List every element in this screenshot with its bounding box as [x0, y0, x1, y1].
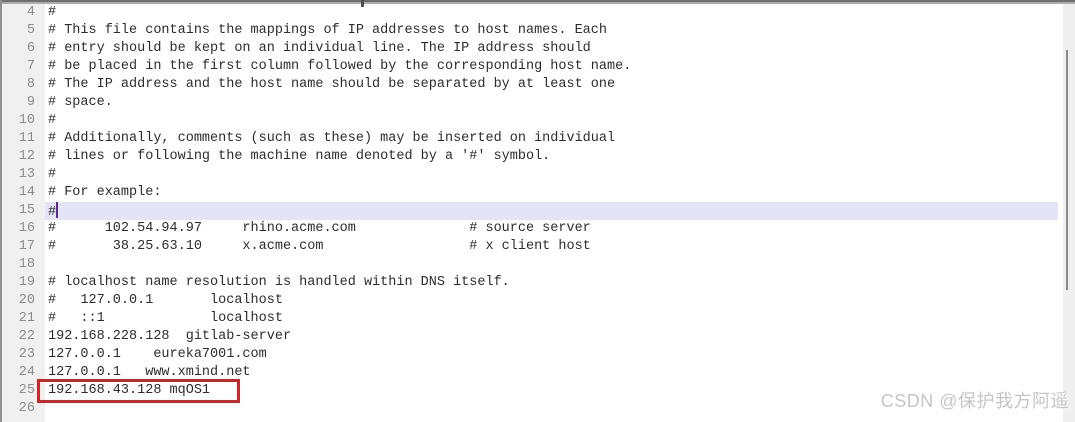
- editor-line: 26: [0, 400, 1058, 418]
- line-number: 14: [18, 185, 35, 200]
- line-number: 18: [18, 257, 35, 272]
- vertical-scrollbar[interactable]: [1063, 4, 1075, 422]
- editor-line: 22 192.168.228.128 gitlab-server: [0, 328, 1058, 346]
- editor-line: 25 192.168.43.128 mqOS1: [0, 382, 1058, 400]
- line-number: 23: [18, 347, 35, 362]
- line-number: 8: [26, 77, 35, 92]
- line-text[interactable]: 127.0.0.1 eureka7001.com: [48, 347, 267, 362]
- line-number: 20: [18, 293, 35, 308]
- line-number: 19: [18, 275, 35, 290]
- editor-line: 11 # Additionally, comments (such as the…: [0, 130, 1058, 148]
- window-top-border-dark-line: [0, 0, 1075, 2]
- editor-line: 4 #: [0, 4, 1058, 22]
- editor-line: 6 # entry should be kept on an individua…: [0, 40, 1058, 58]
- editor-line: 15 #: [0, 202, 1058, 220]
- editor-line: 24 127.0.0.1 www.xmind.net: [0, 364, 1058, 382]
- line-number: 21: [18, 311, 35, 326]
- line-text[interactable]: 192.168.43.128 mqOS1: [48, 383, 211, 398]
- line-number: 26: [18, 401, 35, 416]
- line-number: 16: [18, 221, 35, 236]
- editor-line: 21 # ::1 localhost: [0, 310, 1058, 328]
- line-text[interactable]: [45, 400, 1058, 418]
- line-number: 7: [26, 59, 35, 74]
- editor-line: 17 # 38.25.63.10 x.acme.com # x client h…: [0, 238, 1058, 256]
- editor-line: 19 # localhost name resolution is handle…: [0, 274, 1058, 292]
- code-area[interactable]: 4 # 5 # This file contains the mappings …: [0, 4, 1058, 418]
- line-text[interactable]: # 102.54.94.97 rhino.acme.com # source s…: [48, 221, 591, 236]
- line-text[interactable]: 127.0.0.1 www.xmind.net: [48, 365, 251, 380]
- line-text[interactable]: # entry should be kept on an individual …: [48, 41, 591, 56]
- line-number: 6: [26, 41, 35, 56]
- line-number-gutter: [0, 4, 45, 422]
- line-text[interactable]: # ::1 localhost: [48, 311, 283, 326]
- line-text[interactable]: # space.: [48, 95, 113, 110]
- editor-line: 23 127.0.0.1 eureka7001.com: [0, 346, 1058, 364]
- line-text[interactable]: # This file contains the mappings of IP …: [48, 23, 607, 38]
- line-number: 17: [18, 239, 35, 254]
- top-edge-tick: [361, 0, 364, 7]
- line-text[interactable]: # be placed in the first column followed…: [48, 59, 632, 74]
- line-text[interactable]: # The IP address and the host name shoul…: [48, 77, 616, 92]
- line-number: 11: [18, 131, 35, 146]
- editor-line: 10 #: [0, 112, 1058, 130]
- line-text[interactable]: [45, 256, 1058, 274]
- window-top-border: [0, 0, 1075, 4]
- line-text[interactable]: #: [45, 202, 1058, 220]
- line-number: 12: [18, 149, 35, 164]
- line-text[interactable]: # Additionally, comments (such as these)…: [48, 131, 616, 146]
- line-number: 10: [18, 113, 35, 128]
- editor-line: 7 # be placed in the first column follow…: [0, 58, 1058, 76]
- line-text[interactable]: 192.168.228.128 gitlab-server: [48, 329, 292, 344]
- editor-line: 8 # The IP address and the host name sho…: [0, 76, 1058, 94]
- editor-line: 16 # 102.54.94.97 rhino.acme.com # sourc…: [0, 220, 1058, 238]
- editor-line: 5 # This file contains the mappings of I…: [0, 22, 1058, 40]
- line-number: 22: [18, 329, 35, 344]
- line-number: 4: [26, 5, 35, 20]
- line-text[interactable]: # 38.25.63.10 x.acme.com # x client host: [48, 239, 591, 254]
- editor-line: 14 # For example:: [0, 184, 1058, 202]
- line-text[interactable]: # 127.0.0.1 localhost: [48, 293, 283, 308]
- window-left-border: [0, 0, 2, 422]
- line-text[interactable]: # lines or following the machine name de…: [48, 149, 551, 164]
- line-number: 24: [18, 365, 35, 380]
- line-number: 5: [26, 23, 35, 38]
- editor-line: 18: [0, 256, 1058, 274]
- editor-line: 9 # space.: [0, 94, 1058, 112]
- line-text[interactable]: #: [48, 167, 57, 182]
- line-number: 9: [26, 95, 35, 110]
- text-cursor: [56, 202, 59, 218]
- line-number: 25: [18, 383, 35, 398]
- line-text[interactable]: #: [48, 113, 57, 128]
- line-number: 13: [18, 167, 35, 182]
- scrollbar-thumb[interactable]: [1066, 50, 1068, 290]
- window-top-border-light-line: [0, 2, 1075, 4]
- line-text[interactable]: #: [48, 5, 57, 20]
- line-text[interactable]: # For example:: [48, 185, 162, 200]
- line-number: 15: [18, 203, 35, 218]
- editor-line: 13 #: [0, 166, 1058, 184]
- line-text[interactable]: # localhost name resolution is handled w…: [48, 275, 510, 290]
- editor-line: 20 # 127.0.0.1 localhost: [0, 292, 1058, 310]
- editor-line: 12 # lines or following the machine name…: [0, 148, 1058, 166]
